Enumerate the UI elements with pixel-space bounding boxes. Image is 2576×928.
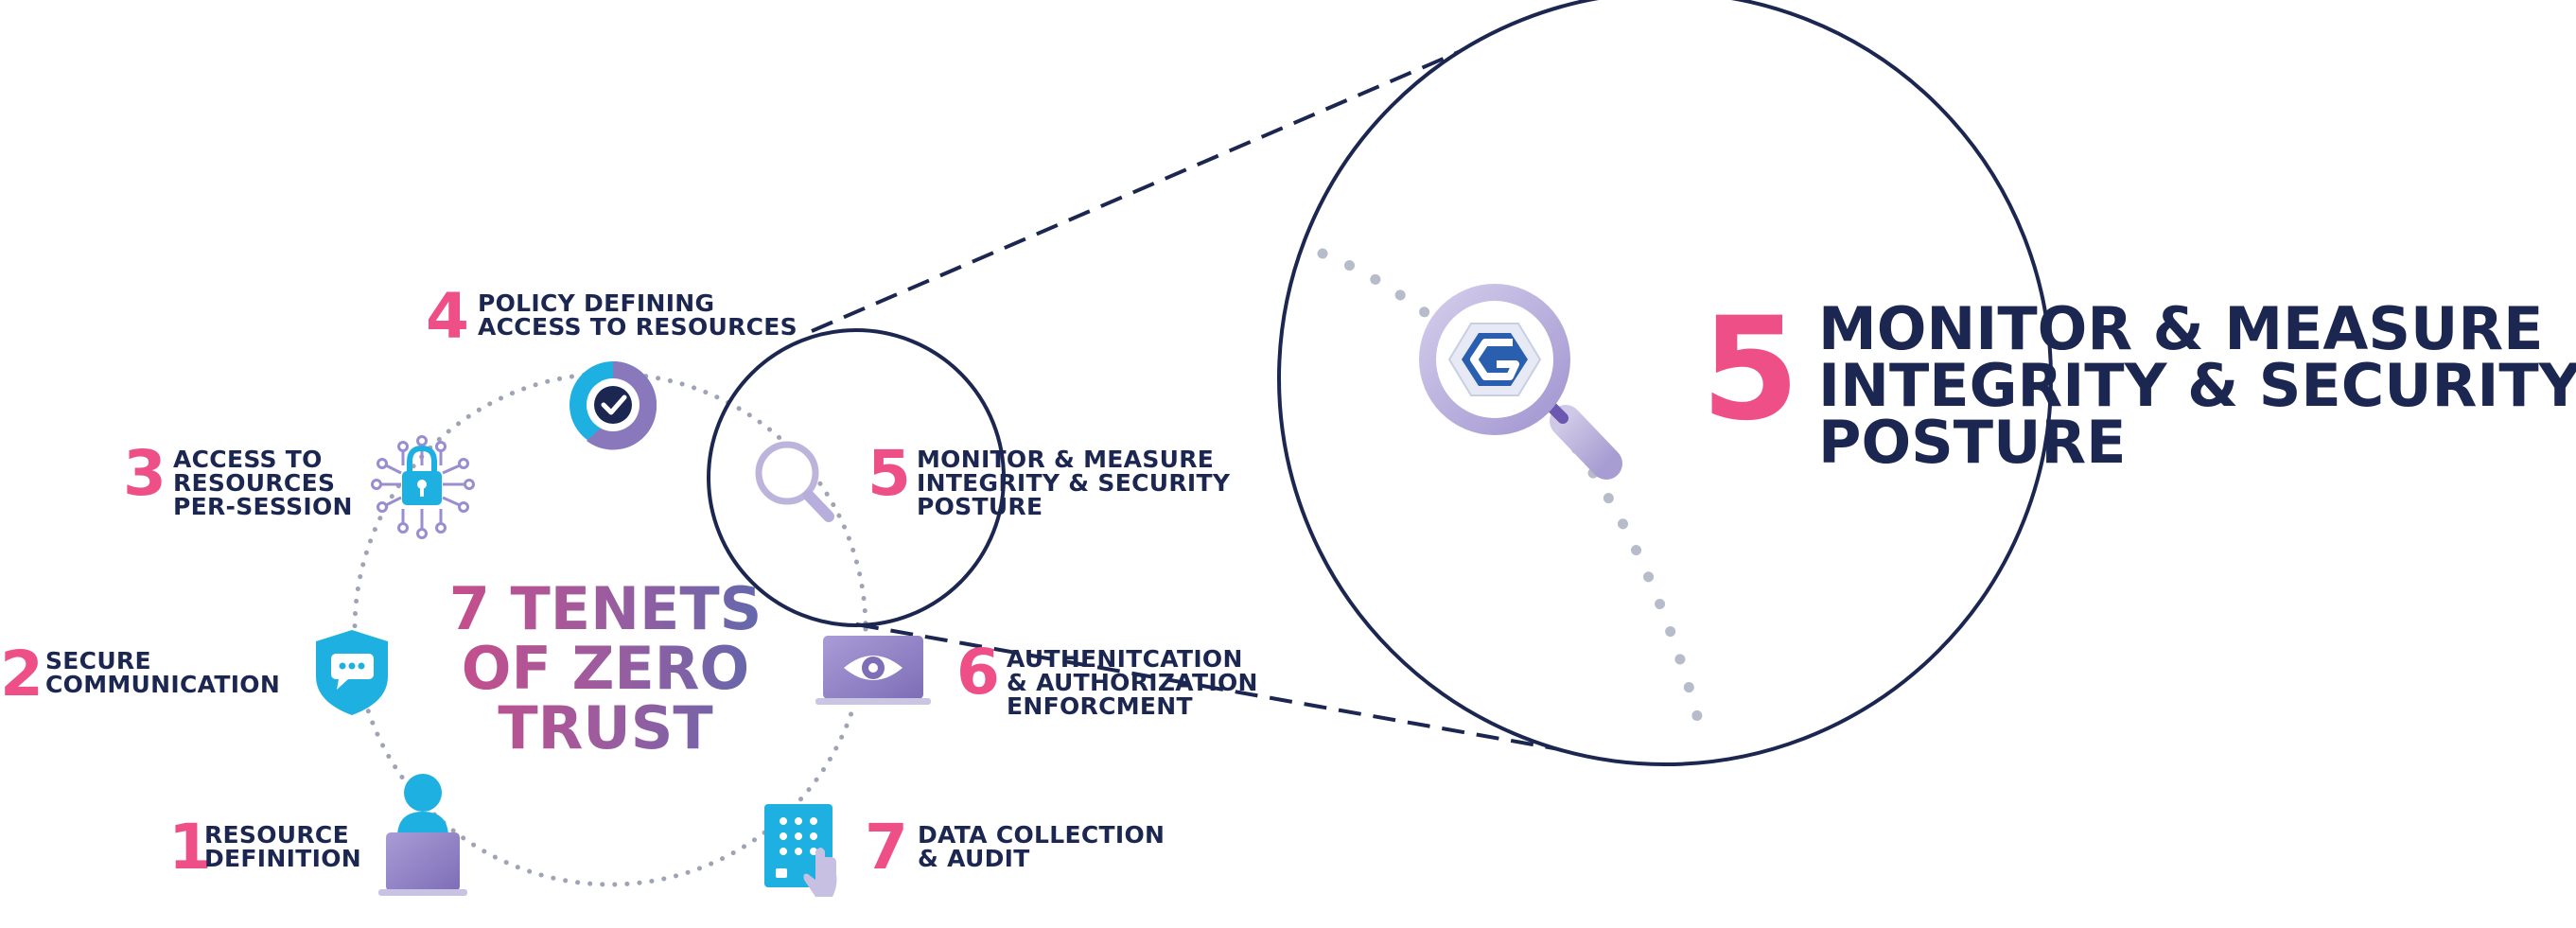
circuit-lock-icon xyxy=(371,435,475,539)
zoom-label: MONITOR & MEASURE INTEGRITY & SECURITY P… xyxy=(1818,294,2576,477)
keypad-touch-icon xyxy=(764,804,837,897)
tenet-1-number: 1 xyxy=(168,811,212,884)
checkmark-ring-icon xyxy=(570,361,657,450)
zoom-line-3: POSTURE xyxy=(1818,408,2127,477)
tenet-5-line-1: MONITOR & MEASURE xyxy=(917,446,1215,473)
tenet-7-line-2: & AUDIT xyxy=(918,845,1030,872)
diagram-title: 7 TENETS OF ZERO TRUST xyxy=(445,579,766,758)
title-line-3: TRUST xyxy=(498,693,713,762)
zoom-line-2: INTEGRITY & SECURITY xyxy=(1818,351,2576,420)
tenet-5-line-3: POSTURE xyxy=(917,493,1043,520)
zoom-circle-large xyxy=(1277,0,2053,766)
lens-circle-small xyxy=(707,328,1006,627)
tenet-3-line-3: PER-SESSION xyxy=(173,493,353,520)
zoom-connector-bottom xyxy=(855,622,1576,754)
tenet-6-label: AUTHENITCATION & AUTHORIZATION ENFORCMEN… xyxy=(1007,647,1258,718)
tenet-3-label: ACCESS TO RESOURCES PER-SESSION xyxy=(173,447,353,518)
tenet-3-line-1: ACCESS TO xyxy=(173,446,323,473)
magnifier-logo-icon xyxy=(1419,284,1622,480)
tenet-4-line-2: ACCESS TO RESOURCES xyxy=(478,313,797,341)
tenet-6-line-3: ENFORCMENT xyxy=(1007,692,1193,720)
zoom-connector-top xyxy=(811,41,1481,333)
tenet-1-line-1: RESOURCE xyxy=(204,821,349,849)
tenet-6-line-1: AUTHENITCATION xyxy=(1007,645,1243,673)
tenet-6-number: 6 xyxy=(956,636,1000,709)
tenet-2-line-1: SECURE xyxy=(45,647,151,674)
tenet-3-number: 3 xyxy=(123,437,166,510)
tenet-2-line-2: COMMUNICATION xyxy=(45,671,281,698)
tenet-5-line-2: INTEGRITY & SECURITY xyxy=(917,469,1231,497)
title-line-1: 7 TENETS xyxy=(448,574,762,643)
tenet-7-number: 7 xyxy=(865,811,908,884)
zoom-number: 5 xyxy=(1701,288,1800,452)
tenet-4-line-1: POLICY DEFINING xyxy=(478,289,715,317)
tenet-2-number: 2 xyxy=(0,638,44,710)
user-laptop-icon xyxy=(378,774,467,896)
magnifier-icon xyxy=(755,441,834,522)
zoom-line-1: MONITOR & MEASURE xyxy=(1818,294,2544,363)
laptop-eye-icon xyxy=(815,636,931,705)
tenet-1-line-2: DEFINITION xyxy=(204,845,361,872)
tenet-5-number: 5 xyxy=(867,437,911,510)
shield-chat-icon xyxy=(316,630,388,715)
tenet-1-label: RESOURCE DEFINITION xyxy=(204,823,361,870)
tenet-3-line-2: RESOURCES xyxy=(173,469,336,497)
tenet-2-label: SECURE COMMUNICATION xyxy=(45,649,280,696)
tenet-4-number: 4 xyxy=(426,280,469,353)
tenet-4-label: POLICY DEFINING ACCESS TO RESOURCES xyxy=(478,291,797,339)
tenet-7-line-1: DATA COLLECTION xyxy=(918,821,1165,849)
tenet-7-label: DATA COLLECTION & AUDIT xyxy=(918,823,1165,870)
title-line-2: OF ZERO xyxy=(461,634,750,703)
tenet-6-line-2: & AUTHORIZATION xyxy=(1007,669,1258,696)
tenet-5-label: MONITOR & MEASURE INTEGRITY & SECURITY P… xyxy=(917,447,1230,518)
